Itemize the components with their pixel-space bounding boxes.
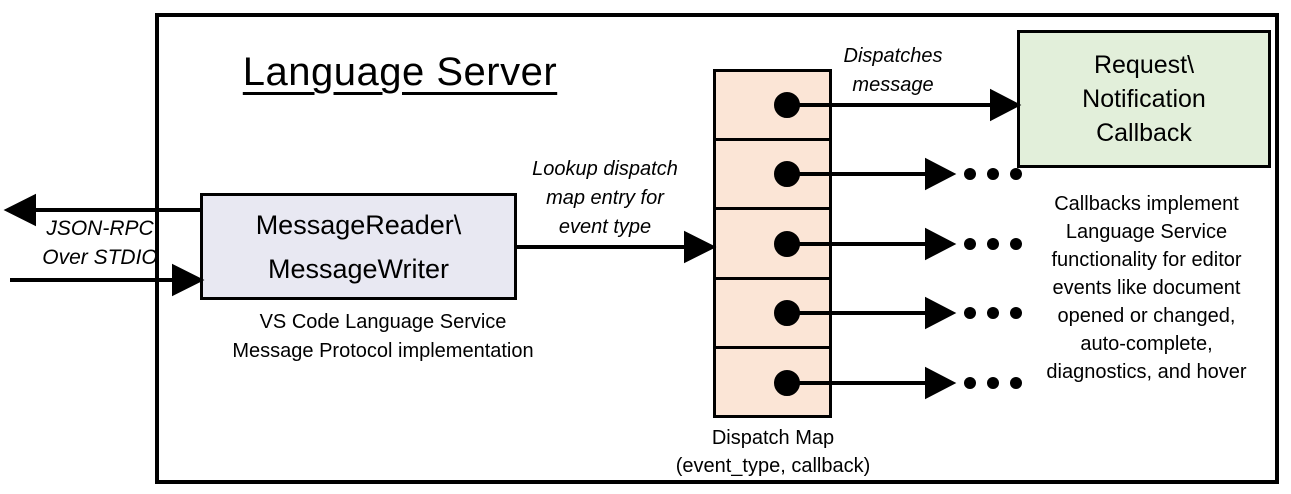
callbacks-note-line6: auto-complete, — [1080, 333, 1213, 355]
callback-node-line1: Request\ — [1093, 51, 1195, 79]
dispatch-map-node — [713, 69, 832, 418]
dispatch-map-slot-1 — [716, 72, 829, 142]
dispatch-map-slot-3 — [716, 210, 829, 280]
reader-caption: VS Code Language Service Message Protoco… — [173, 308, 593, 366]
reader-name-line2: MessageWriter — [267, 253, 450, 284]
diagram-title-text: Language Server — [242, 50, 558, 94]
callbacks-note-line5: opened or changed, — [1057, 305, 1236, 327]
reader-name-line1: MessageReader\ — [255, 209, 462, 240]
dispatch-map-label: Dispatch Map (event_type, callback) — [648, 424, 898, 480]
dispatches-annotation-line2: message — [852, 74, 934, 96]
callbacks-note-line3: functionality for editor — [1051, 249, 1242, 271]
callbacks-note: Callbacks implement Language Service fun… — [1020, 190, 1273, 386]
callback-node-line3: Callback — [1096, 119, 1192, 147]
dispatch-map-slot-2 — [716, 141, 829, 211]
callback-node-line2: Notification — [1082, 85, 1206, 113]
diagram-title: Language Server — [165, 50, 635, 95]
callbacks-note-line1: Callbacks implement — [1054, 193, 1239, 215]
lookup-annotation-line1: Lookup dispatch — [532, 158, 678, 180]
io-protocol-label: JSON-RPC Over STDIO — [15, 214, 185, 272]
dispatch-map-slot-4 — [716, 280, 829, 349]
dispatch-map-label-line2: (event_type, callback) — [675, 455, 871, 477]
callbacks-note-line7: diagnostics, and hover — [1046, 361, 1247, 383]
dispatches-annotation-line1: Dispatches — [843, 45, 943, 67]
request-notification-callback-node: Request\ Notification Callback — [1017, 30, 1271, 168]
dispatch-map-slot-5 — [716, 349, 829, 415]
callbacks-note-line4: events like document — [1052, 277, 1241, 299]
lookup-annotation: Lookup dispatch map entry for event type — [500, 155, 710, 242]
callbacks-note-line2: Language Service — [1065, 221, 1228, 243]
reader-caption-line2: Message Protocol implementation — [232, 340, 534, 362]
language-server-boundary — [155, 13, 1279, 484]
dispatches-annotation: Dispatches message — [813, 42, 973, 100]
lookup-annotation-line3: event type — [558, 216, 652, 238]
dispatch-map-label-line1: Dispatch Map — [711, 427, 835, 449]
io-protocol-label-line1: JSON-RPC — [46, 217, 154, 240]
message-reader-writer-node: MessageReader\ MessageWriter — [200, 193, 517, 300]
reader-caption-line1: VS Code Language Service — [259, 311, 507, 333]
io-protocol-label-line2: Over STDIO — [42, 246, 158, 269]
lookup-annotation-line2: map entry for — [546, 187, 664, 209]
